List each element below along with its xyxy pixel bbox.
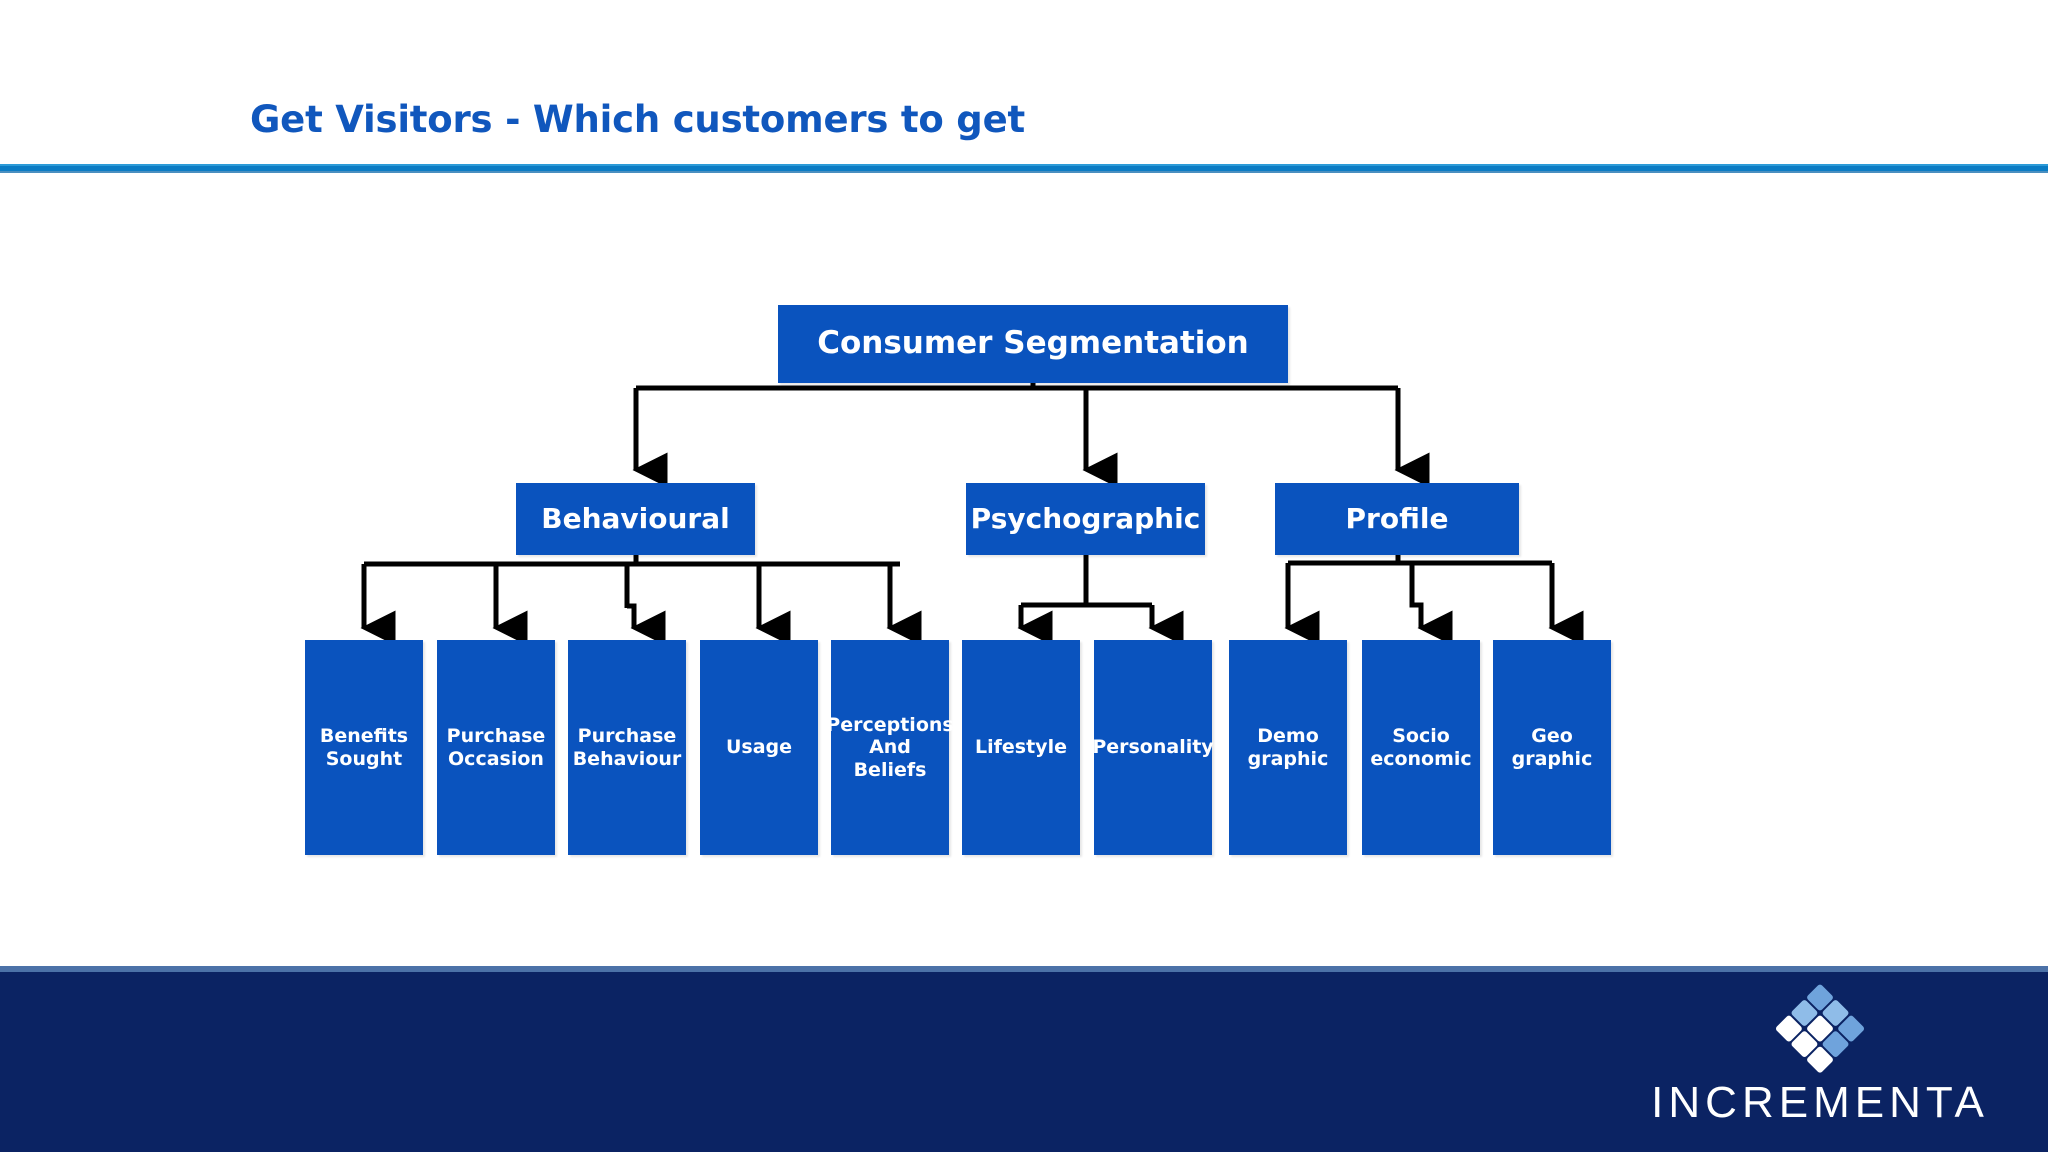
leaf-label-line2: And [869, 736, 911, 759]
page-title: Get Visitors - Which customers to get [250, 98, 1025, 141]
node-personality[interactable]: Personality [1092, 640, 1214, 855]
node-perceptions-and-beliefs[interactable]: Perceptions And Beliefs [826, 640, 954, 855]
node-lifestyle[interactable]: Lifestyle [962, 640, 1080, 855]
leaf-label-line1: Usage [725, 736, 793, 759]
leaf-label-line1: Purchase [577, 725, 677, 748]
leaf-label-line2: economic [1370, 747, 1472, 770]
leaf-label-line2: Occasion [448, 747, 544, 770]
leaf-label-line1: Perceptions [826, 714, 954, 737]
node-purchase-occasion[interactable]: Purchase Occasion [437, 640, 555, 855]
node-profile[interactable]: Profile [1275, 483, 1519, 555]
leaf-label-line1: Socio [1392, 725, 1450, 748]
footer-bar: INCREMENTA [0, 966, 2048, 1152]
node-socio-economic[interactable]: Socio economic [1362, 640, 1480, 855]
node-psychographic[interactable]: Psychographic [966, 483, 1205, 555]
leaf-label-line1: Demo [1257, 725, 1319, 748]
node-consumer-segmentation[interactable]: Consumer Segmentation [778, 305, 1288, 383]
brand-block: INCREMENTA [1640, 982, 2000, 1134]
leaf-label-line1: Geo [1531, 725, 1573, 748]
incrementa-diamond-logo [1775, 984, 1865, 1073]
node-demographic[interactable]: Demo graphic [1229, 640, 1347, 855]
brand-wordmark: INCREMENTA [1651, 1078, 1989, 1127]
node-usage[interactable]: Usage [700, 640, 818, 855]
leaf-label-line1: Benefits [319, 725, 409, 748]
leaf-label-line1: Lifestyle [975, 736, 1067, 759]
title-divider-rule [0, 164, 2048, 173]
node-benefits-sought[interactable]: Benefits Sought [305, 640, 423, 855]
consumer-segmentation-diagram: Consumer Segmentation Behavioural Psycho… [305, 305, 1611, 855]
leaf-label-line2: graphic [1247, 747, 1329, 770]
leaf-label-line2: graphic [1511, 747, 1593, 770]
node-behavioural[interactable]: Behavioural [516, 483, 755, 555]
leaf-label-line1: Personality [1092, 736, 1214, 759]
leaf-label-line2: Sought [325, 747, 403, 770]
leaf-label-line1: Purchase [446, 725, 546, 748]
node-purchase-behaviour[interactable]: Purchase Behaviour [568, 640, 686, 855]
leaf-label-line3: Beliefs [853, 758, 927, 781]
leaf-label-line2: Behaviour [572, 747, 682, 770]
node-geographic[interactable]: Geo graphic [1493, 640, 1611, 855]
